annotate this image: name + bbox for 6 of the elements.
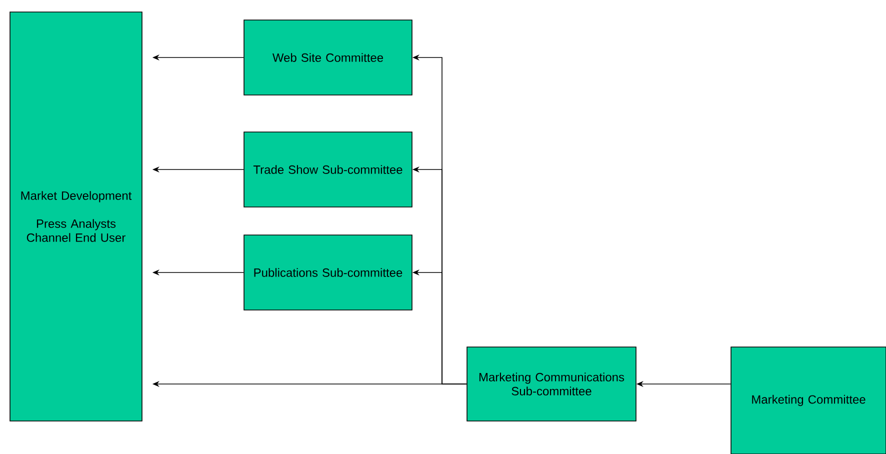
committee-box: Marketing Communications Sub-committee xyxy=(466,346,636,422)
committee-box: Market Development Press Analysts Channel End User xyxy=(10,12,142,422)
committee-box: Marketing Committee xyxy=(730,346,886,454)
committee-box: Publications Sub-committee xyxy=(244,234,412,310)
committee-box: Web Site Committee xyxy=(244,20,412,96)
committee-box: Trade Show Sub-committee xyxy=(244,132,412,208)
